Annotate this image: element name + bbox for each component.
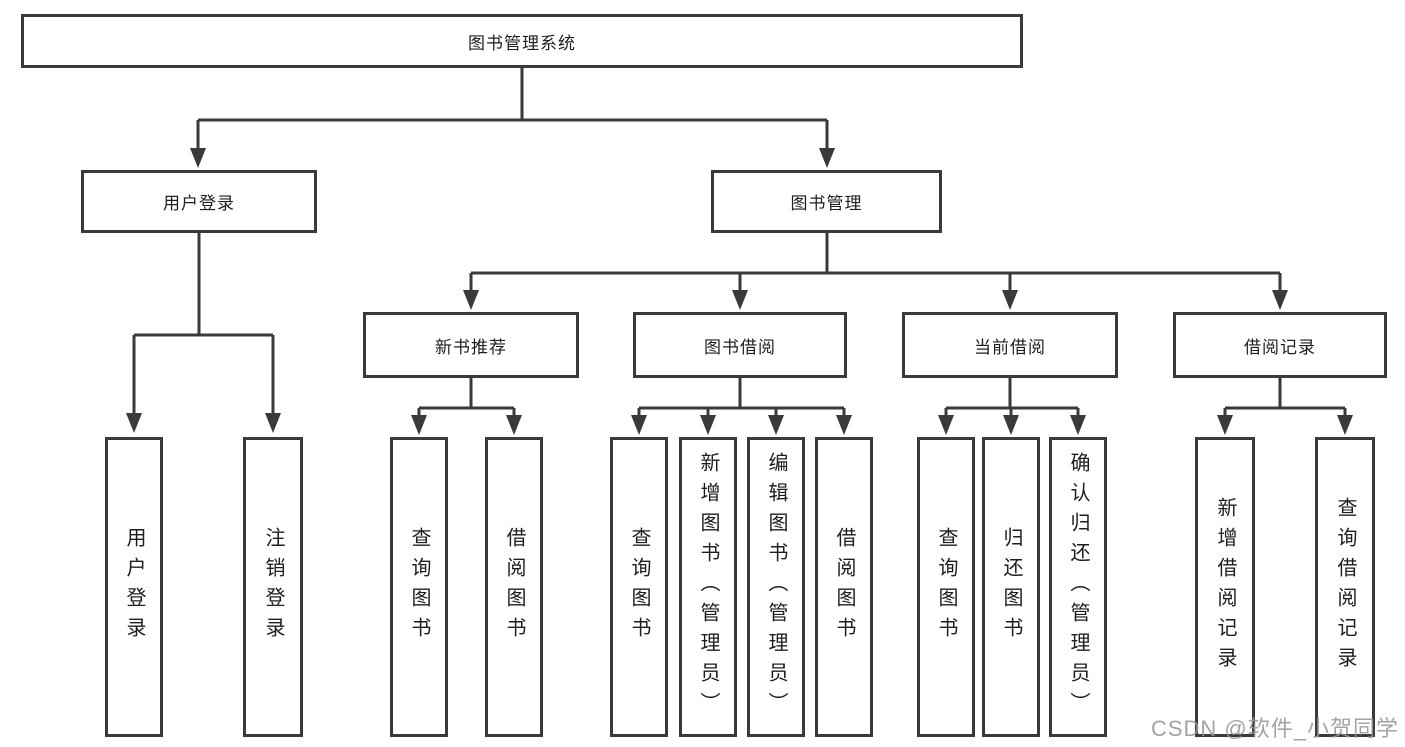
node-label: 借阅图书 bbox=[833, 527, 855, 647]
arrow-down-icon bbox=[1002, 290, 1018, 310]
node-label: 借阅图书 bbox=[503, 527, 525, 647]
node-label: 借阅记录 bbox=[1244, 337, 1316, 357]
arrow-down-icon bbox=[1217, 415, 1233, 435]
leaf-borrow-books: 借阅图书 bbox=[815, 437, 873, 737]
leaf-add-borrow-record: 新增借阅记录 bbox=[1195, 437, 1255, 737]
node-label: 查询图书 bbox=[628, 527, 650, 647]
node-new-book-recommend: 新书推荐 bbox=[363, 312, 579, 378]
leaf-return-books: 归还图书 bbox=[982, 437, 1040, 737]
node-book-borrow: 图书借阅 bbox=[633, 312, 847, 378]
node-label: 注销登录 bbox=[262, 527, 284, 647]
node-label: 当前借阅 bbox=[974, 337, 1046, 357]
node-book-management: 图书管理 bbox=[711, 170, 942, 233]
leaf-borrow-books-recommend: 借阅图书 bbox=[485, 437, 543, 737]
node-user-login: 用户登录 bbox=[81, 170, 317, 233]
arrow-down-icon bbox=[836, 415, 852, 435]
node-label: 查询图书 bbox=[408, 527, 430, 647]
leaf-edit-books-admin: 编辑图书（管理员） bbox=[747, 437, 805, 737]
node-label: 新增图书（管理员） bbox=[697, 452, 719, 722]
arrow-down-icon bbox=[768, 415, 784, 435]
node-label: 编辑图书（管理员） bbox=[765, 452, 787, 722]
arrow-down-icon bbox=[1070, 415, 1086, 435]
arrow-down-icon bbox=[938, 415, 954, 435]
arrow-down-icon bbox=[1003, 415, 1019, 435]
arrow-down-icon bbox=[700, 415, 716, 435]
leaf-query-books-current: 查询图书 bbox=[917, 437, 975, 737]
leaf-logout: 注销登录 bbox=[243, 437, 303, 737]
arrow-down-icon bbox=[631, 415, 647, 435]
arrow-down-icon bbox=[1337, 415, 1353, 435]
arrow-down-icon bbox=[190, 148, 206, 168]
node-label: 查询图书 bbox=[935, 527, 957, 647]
node-label: 查询借阅记录 bbox=[1334, 497, 1356, 677]
arrow-down-icon bbox=[411, 415, 427, 435]
arrow-down-icon bbox=[265, 413, 281, 433]
node-label: 用户登录 bbox=[123, 527, 145, 647]
leaf-query-books-borrow: 查询图书 bbox=[610, 437, 668, 737]
node-label: 图书管理 bbox=[790, 194, 863, 213]
arrow-down-icon bbox=[732, 290, 748, 310]
arrow-down-icon bbox=[463, 290, 479, 310]
csdn-watermark: CSDN @软件_小贺同学 bbox=[1150, 716, 1399, 741]
arrow-down-icon bbox=[819, 148, 835, 168]
leaf-user-login: 用户登录 bbox=[105, 437, 163, 737]
arrow-down-icon bbox=[506, 415, 522, 435]
arrow-down-icon bbox=[126, 413, 142, 433]
node-library-management-system: 图书管理系统 bbox=[21, 14, 1023, 68]
node-label: 新书推荐 bbox=[435, 337, 507, 357]
arrowhead-icons bbox=[126, 148, 1353, 435]
node-label: 图书借阅 bbox=[704, 337, 776, 357]
leaf-confirm-return-admin: 确认归还（管理员） bbox=[1049, 437, 1107, 737]
arrow-down-icon bbox=[1272, 290, 1288, 310]
leaf-add-books-admin: 新增图书（管理员） bbox=[679, 437, 737, 737]
node-current-borrow: 当前借阅 bbox=[902, 312, 1118, 378]
node-label: 用户登录 bbox=[163, 194, 235, 213]
node-label: 归还图书 bbox=[1000, 527, 1022, 647]
leaf-query-books-recommend: 查询图书 bbox=[390, 437, 448, 737]
leaf-query-borrow-record: 查询借阅记录 bbox=[1315, 437, 1375, 737]
node-label: 确认归还（管理员） bbox=[1067, 452, 1089, 722]
node-borrow-record: 借阅记录 bbox=[1173, 312, 1387, 378]
node-label: 新增借阅记录 bbox=[1214, 497, 1236, 677]
node-label: 图书管理系统 bbox=[468, 33, 576, 53]
